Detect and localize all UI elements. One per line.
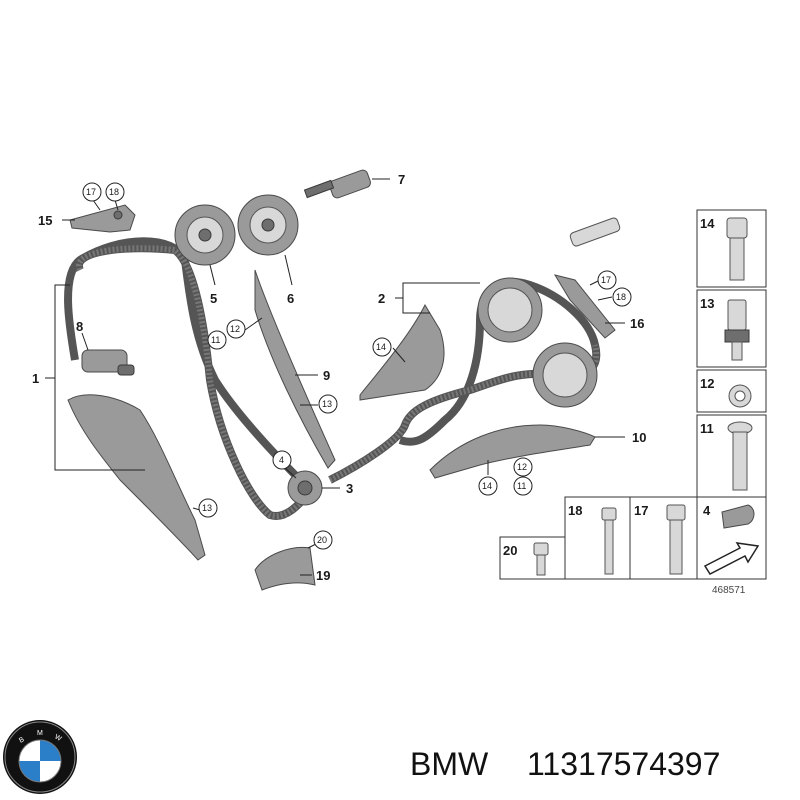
legend-12: 12: [700, 376, 714, 391]
sprocket-6: [237, 194, 299, 256]
legend-18: 18: [568, 503, 582, 518]
part-7-bolt: [303, 169, 371, 199]
sprocket-2b: [532, 342, 598, 408]
part-number: 11317574397: [527, 746, 720, 782]
callout-13-rail: 13: [322, 399, 332, 409]
callout-16: 16: [630, 316, 644, 331]
right-bolt: [569, 217, 621, 247]
leader-lines: [45, 178, 625, 576]
legend-11: 11: [700, 421, 714, 436]
callout-18-left: 18: [109, 187, 119, 197]
guide-rail-9: [254, 269, 336, 469]
legend-part-12: [728, 384, 752, 408]
callout-12-left: 12: [230, 324, 240, 334]
callout-7: 7: [398, 172, 405, 187]
part-8-tensioner: [81, 349, 135, 376]
part-15-bracket: [69, 204, 136, 233]
callout-10: 10: [632, 430, 646, 445]
legend-13: 13: [700, 296, 714, 311]
callout-8: 8: [76, 319, 83, 334]
callout-9: 9: [323, 368, 330, 383]
svg-text:W: W: [53, 734, 62, 743]
legend-part-17: [666, 504, 686, 575]
callout-19: 19: [316, 568, 330, 583]
svg-text:B: B: [18, 736, 26, 745]
callout-13-left: 13: [202, 503, 212, 513]
callout-17-right: 17: [601, 275, 611, 285]
callout-1: 1: [32, 371, 39, 386]
legend-part-11: [727, 421, 753, 491]
sprocket-2a: [477, 277, 543, 343]
bmw-logo: B M W: [3, 720, 77, 794]
callout-14-guide: 14: [376, 342, 386, 352]
callout-17-left: 17: [86, 187, 96, 197]
left-timing-chain-links: [75, 245, 313, 519]
callout-11-left: 11: [211, 335, 220, 345]
brand-name: BMW: [410, 746, 489, 782]
part-19-slider: [254, 546, 316, 591]
legend-panel: 14 13 12 11 18 17 4 20: [499, 209, 767, 596]
part-16-bracket: [553, 274, 616, 339]
sprocket-5: [174, 204, 236, 266]
legend-4: 4: [703, 503, 711, 518]
crank-sprocket-3: [287, 470, 323, 506]
callout-2: 2: [378, 291, 385, 306]
reference-number: 468571: [712, 585, 746, 596]
legend-part-4: [721, 504, 755, 529]
callout-3: 3: [346, 481, 353, 496]
left-timing-chain: [64, 237, 316, 520]
legend-part-20: [533, 542, 549, 576]
legend-part-13: [724, 299, 750, 361]
left-tensioner-rail: [67, 394, 206, 561]
callout-11-right: 11: [517, 481, 526, 491]
svg-text:M: M: [37, 730, 43, 737]
callouts: 1 2 3 5 6 7 8 9 10 15 16 19 17 18 17 18 …: [32, 172, 646, 583]
legend-14: 14: [700, 216, 715, 231]
callout-20: 20: [317, 535, 327, 545]
part-14-guide: [359, 303, 445, 401]
legend-17: 17: [634, 503, 648, 518]
callout-14-right: 14: [482, 481, 492, 491]
rail-10: [429, 424, 596, 479]
callout-18-right: 18: [616, 292, 626, 302]
callout-15: 15: [38, 213, 52, 228]
callout-5: 5: [210, 291, 217, 306]
legend-part-18: [601, 507, 617, 575]
arrow-icon: [703, 542, 760, 575]
callout-12-right: 12: [517, 462, 527, 472]
legend-20: 20: [503, 543, 517, 558]
callout-4: 4: [279, 455, 284, 465]
callout-6: 6: [287, 291, 294, 306]
legend-part-14: [726, 217, 748, 281]
